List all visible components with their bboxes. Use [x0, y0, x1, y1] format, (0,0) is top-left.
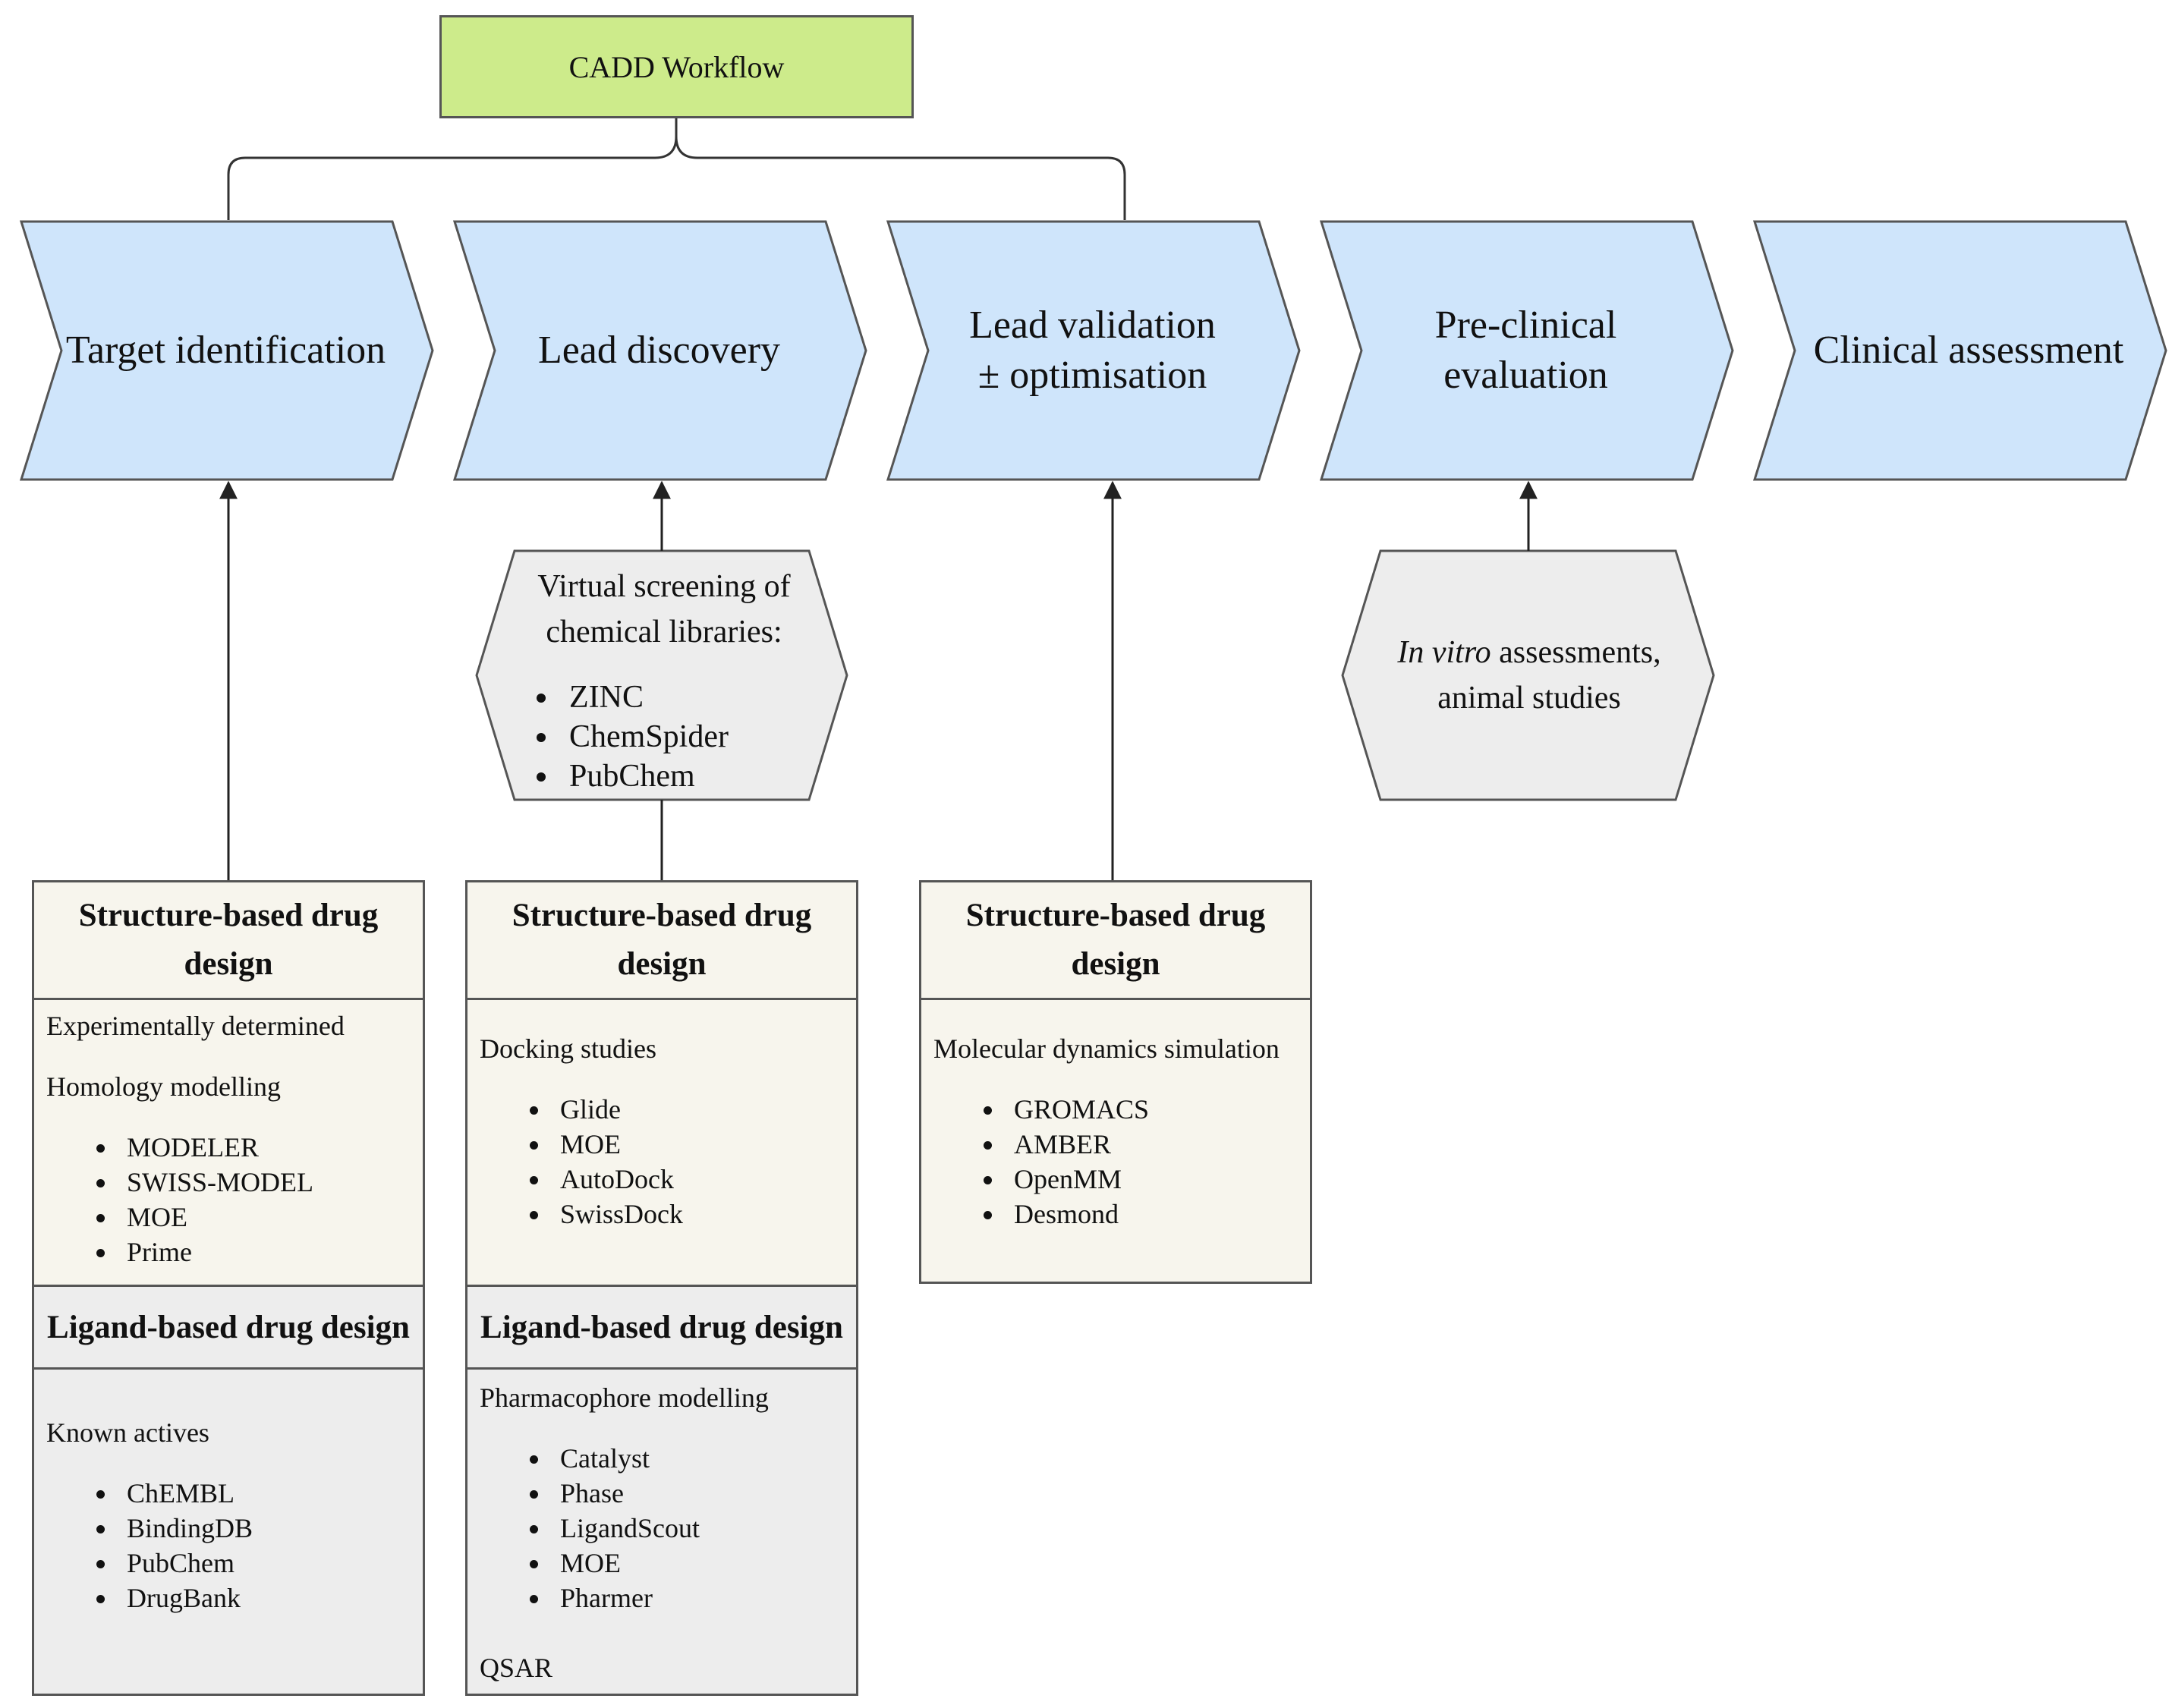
stage-label-5: Clinical assessment [1786, 222, 2151, 480]
lbdd-header-target: Ligand-based drug design [34, 1285, 423, 1370]
qsar-text: QSAR [480, 1653, 553, 1683]
list-item: PubChem [560, 756, 827, 796]
list-item: Catalyst [551, 1441, 856, 1476]
stage-label-2: Lead discovery [486, 222, 832, 480]
known-actives-list: ChEMBL BindingDB PubChem DrugBank [34, 1476, 423, 1615]
stage-chevron-5 [1752, 220, 2167, 481]
known-actives-text: Known actives [46, 1417, 209, 1448]
list-item: SWISS-MODEL [118, 1165, 423, 1200]
stage-chevron-4 [1319, 220, 1734, 481]
list-item: MOE [551, 1127, 856, 1162]
stage-3-line1: Lead validation [969, 304, 1216, 347]
list-item: DrugBank [118, 1581, 423, 1615]
list-item: ChemSpider [560, 717, 827, 756]
stage-label-3: Lead validation ± optimisation [920, 222, 1265, 480]
md-tools-list: GROMACS AMBER OpenMM Desmond [921, 1092, 1310, 1231]
vs-line1: Virtual screening of [537, 569, 791, 604]
docking-studies-text: Docking studies [480, 1033, 656, 1064]
list-item: ZINC [560, 678, 827, 717]
list-item: OpenMM [1005, 1162, 1310, 1197]
list-item: Glide [551, 1092, 856, 1127]
lbdd-body-lead: Pharmacophore modelling Catalyst Phase L… [467, 1370, 856, 1694]
vs-line2: chemical libraries: [546, 615, 782, 650]
docking-tools-list: Glide MOE AutoDock SwissDock [467, 1092, 856, 1231]
homology-modelling-text: Homology modelling [46, 1071, 281, 1102]
sbdd-header-validation: Structure-based drug design [921, 882, 1310, 1000]
virtual-screening-hexagon [475, 549, 848, 801]
root-connector [227, 118, 678, 220]
sbdd-header-target: Structure-based drug design [34, 882, 423, 1000]
preclinical-hex-text: In vitro assessments, animal studies [1358, 551, 1700, 800]
sbdd-body-target: Experimentally determined Homology model… [34, 998, 423, 1418]
stage-chevron-2 [452, 220, 867, 481]
vs-library-list: ZINC ChemSpider PubChem [501, 678, 827, 796]
list-item: Pharmer [551, 1581, 856, 1615]
homology-tools-list: MODELER SWISS-MODEL MOE Prime [34, 1130, 423, 1269]
preclinical-hexagon [1341, 549, 1715, 801]
stage-4-line2: evaluation [1443, 354, 1608, 397]
stage-label-4: Pre-clinical evaluation [1353, 222, 1698, 480]
pharmacophore-tools-list: Catalyst Phase LigandScout MOE Pharmer [467, 1441, 856, 1615]
stage-5-line1: Clinical assessment [1813, 329, 2124, 372]
list-item: BindingDB [118, 1511, 423, 1546]
stage-chevron-3 [886, 220, 1301, 481]
lead-validation-card: Structure-based drug design Molecular dy… [919, 880, 1312, 1284]
lead-discovery-card: Structure-based drug design Docking stud… [465, 880, 858, 1696]
list-item: PubChem [118, 1546, 423, 1581]
stage-chevron-1 [19, 220, 434, 481]
list-item: Prime [118, 1235, 423, 1269]
stage-label-1: Target identification [53, 222, 398, 480]
assessments-text: assessments, [1490, 635, 1661, 670]
stage-1-line1: Target identification [65, 329, 386, 372]
stage-3-line2: ± optimisation [977, 354, 1207, 397]
list-item: MOE [118, 1200, 423, 1235]
lbdd-body-target: Known actives ChEMBL BindingDB PubChem D… [34, 1370, 423, 1694]
list-item: MOE [551, 1546, 856, 1581]
virtual-screening-text: Virtual screening of chemical libraries:… [501, 558, 827, 801]
target-identification-card: Structure-based drug design Experimental… [32, 880, 425, 1696]
root-connector-right [675, 136, 1126, 220]
list-item: SwissDock [551, 1197, 856, 1231]
root-label: CADD Workflow [568, 49, 785, 84]
list-item: AMBER [1005, 1127, 1310, 1162]
list-item: AutoDock [551, 1162, 856, 1197]
in-vitro-italic: In vitro [1397, 635, 1491, 670]
stage-2-line1: Lead discovery [537, 329, 781, 372]
root-box: CADD Workflow [439, 15, 914, 118]
lbdd-header-lead: Ligand-based drug design [467, 1285, 856, 1370]
list-item: LigandScout [551, 1511, 856, 1546]
list-item: Desmond [1005, 1197, 1310, 1231]
experimentally-determined-text: Experimentally determined [46, 1011, 345, 1041]
list-item: MODELER [118, 1130, 423, 1165]
list-item: Phase [551, 1476, 856, 1511]
list-item: ChEMBL [118, 1476, 423, 1511]
animal-studies-text: animal studies [1437, 681, 1621, 716]
stage-4-line1: Pre-clinical [1434, 304, 1617, 347]
list-item: GROMACS [1005, 1092, 1310, 1127]
md-simulation-text: Molecular dynamics simulation [933, 1033, 1280, 1064]
sbdd-body-validation: Molecular dynamics simulation GROMACS AM… [921, 998, 1310, 1282]
pharmacophore-modelling-text: Pharmacophore modelling [480, 1382, 769, 1413]
sbdd-body-lead: Docking studies Glide MOE AutoDock Swiss… [467, 998, 856, 1318]
sbdd-header-lead: Structure-based drug design [467, 882, 856, 1000]
